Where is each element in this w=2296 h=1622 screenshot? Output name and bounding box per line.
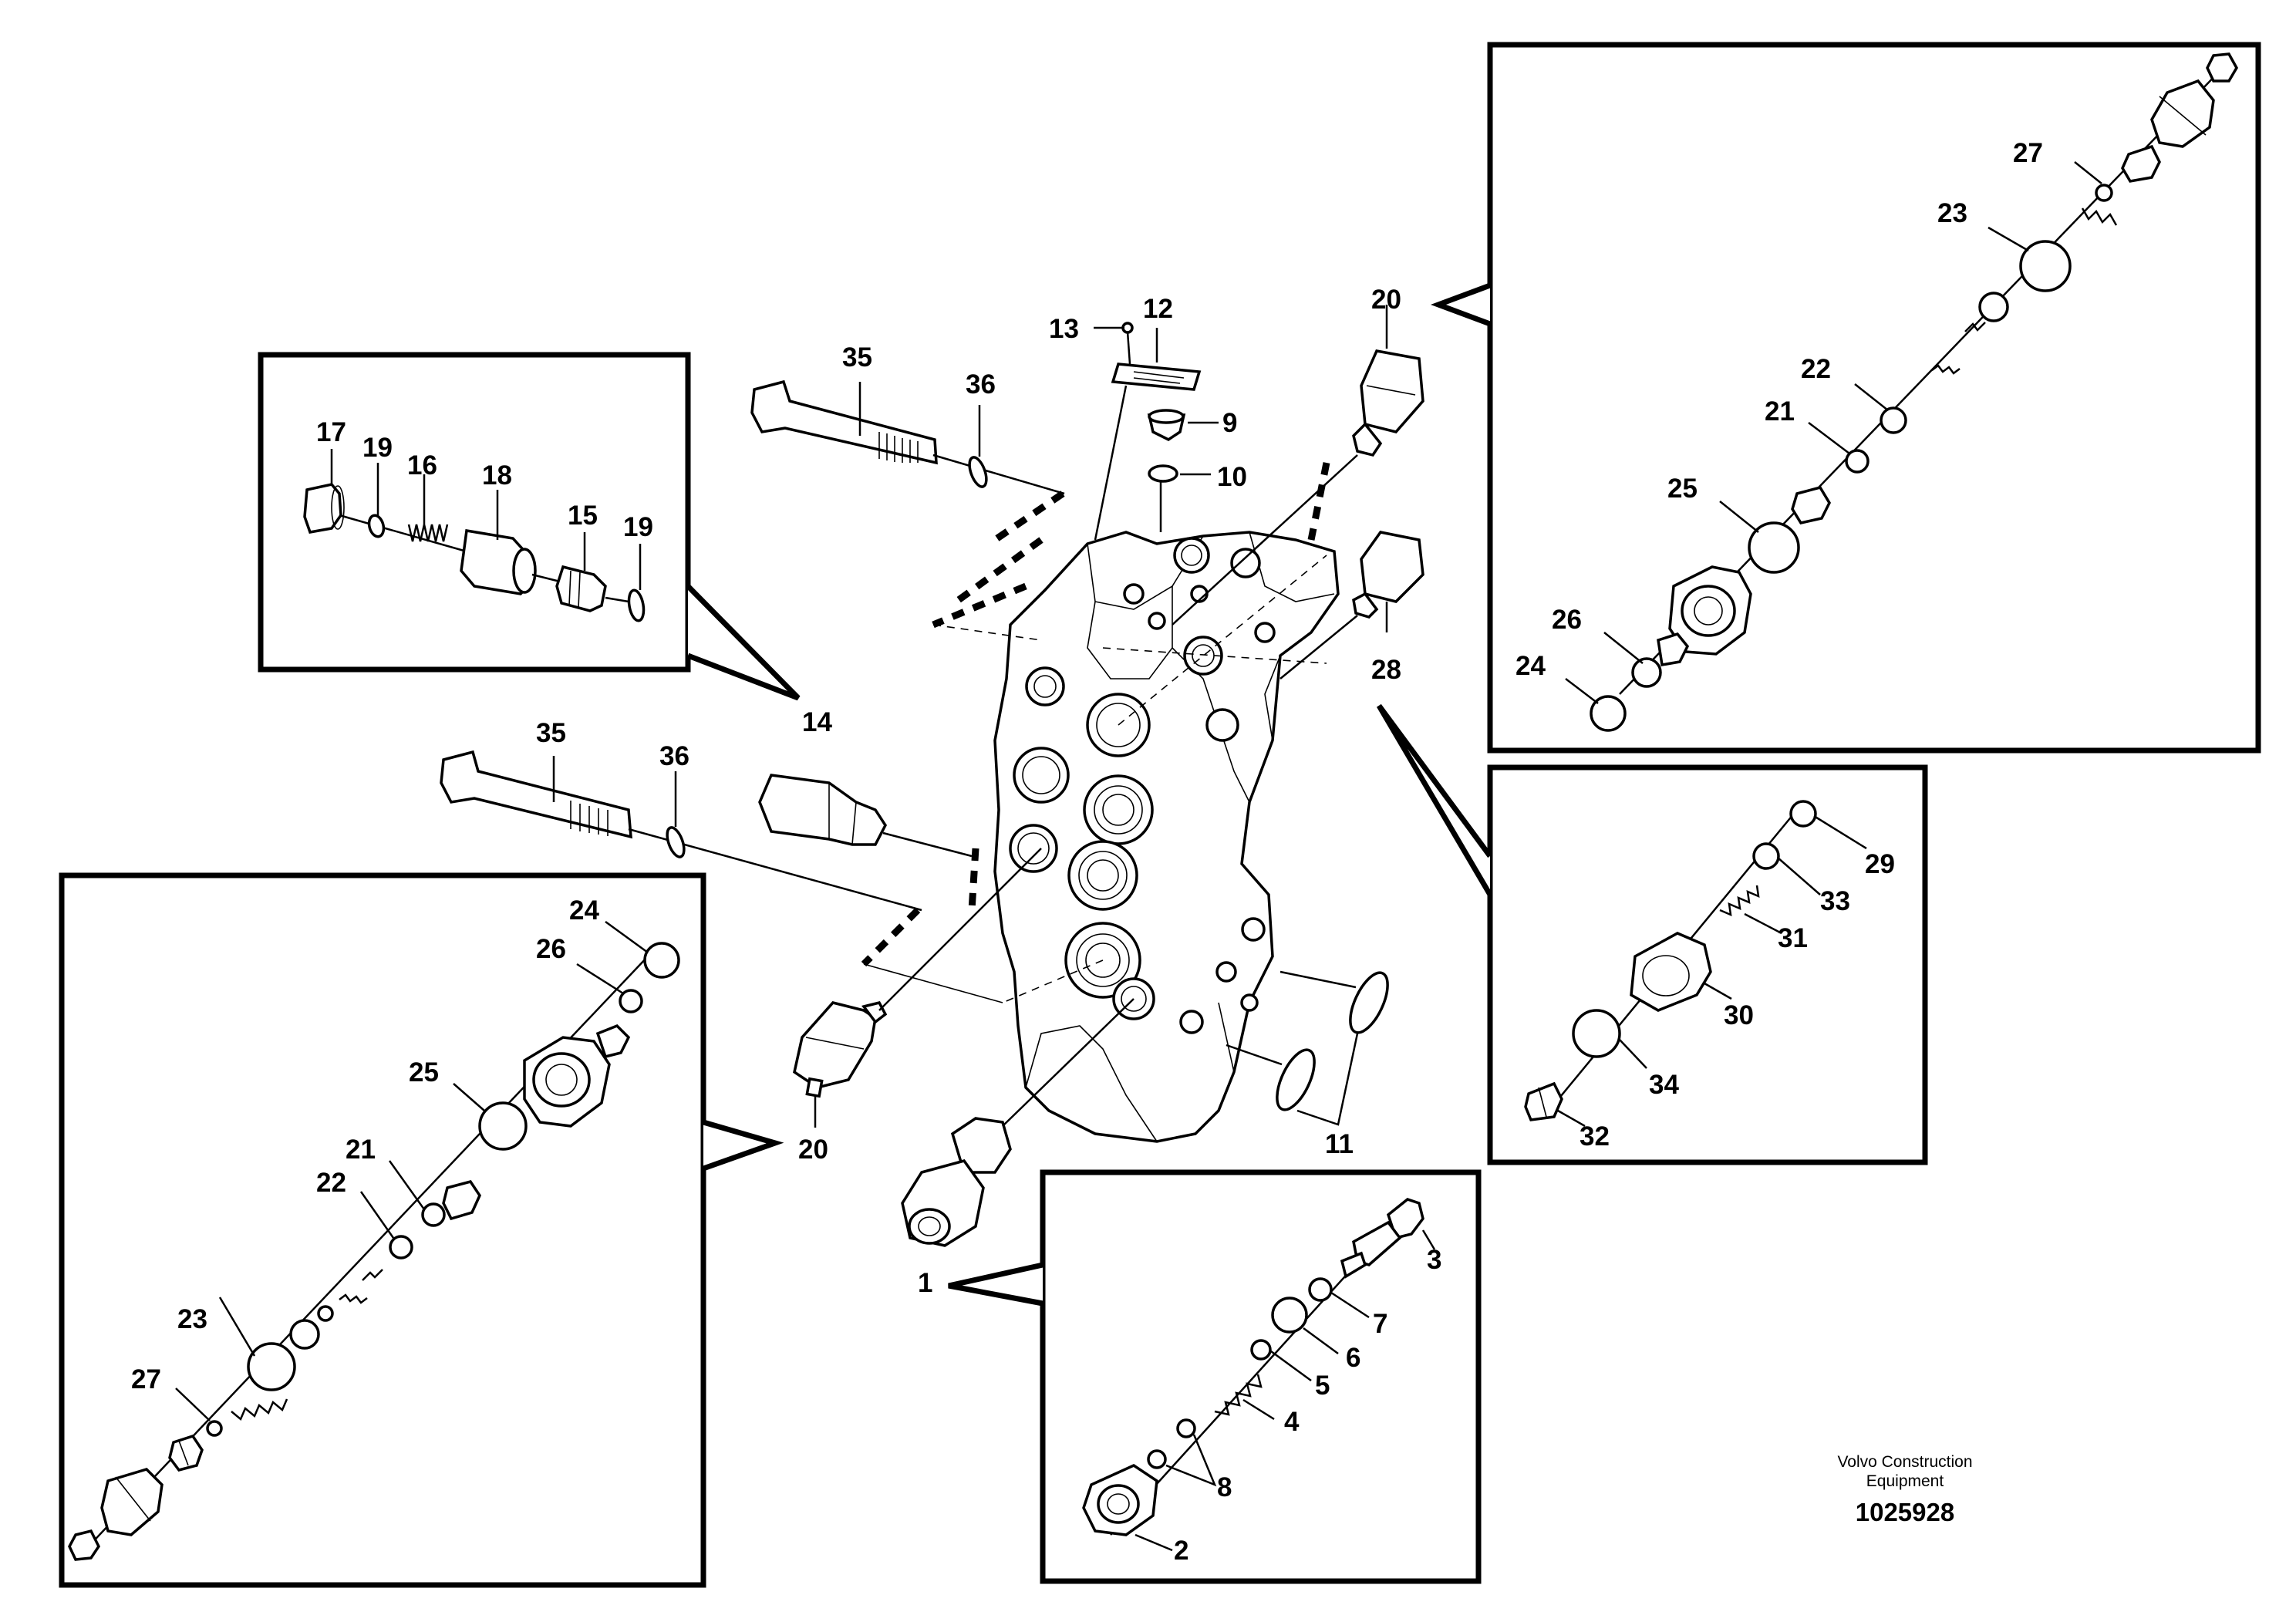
label-10: 10 [1217,462,1247,492]
part-13-rivet [1094,322,1134,541]
label-25-lower: 25 [409,1057,439,1088]
label-3: 3 [1427,1245,1441,1275]
label-24-lower: 24 [569,895,599,926]
label-27-lower: 27 [131,1364,161,1394]
part-12-plate [1111,363,1202,391]
label-36-top: 36 [966,369,996,400]
label-31: 31 [1778,923,1808,953]
label-25-upper: 25 [1667,474,1698,504]
valve-housing [993,531,1340,1143]
inset-spool-detail [948,1169,1482,1584]
part-28-check-valve [1279,531,1424,679]
part-9-plug [1147,409,1186,442]
label-29: 29 [1865,849,1895,879]
inset-pilot-valve-detail [258,352,801,701]
label-19: 19 [362,433,393,463]
label-20-top: 20 [1371,285,1401,315]
label-26-lower: 26 [536,934,566,964]
label-4: 4 [1284,1407,1300,1437]
label-9: 9 [1222,408,1237,438]
label-17: 17 [316,417,346,447]
brand-line-1: Volvo Construction [1837,1453,1972,1471]
label-2: 2 [1174,1536,1188,1566]
label-19b: 19 [623,512,653,542]
label-15: 15 [568,501,598,531]
inset-upper-relief-detail [1430,42,2261,754]
label-20-bottom: 20 [798,1135,828,1165]
label-32: 32 [1580,1121,1610,1152]
label-23-upper: 23 [1937,198,1967,228]
label-13: 13 [1049,314,1079,344]
label-34: 34 [1649,1070,1679,1100]
label-36-bottom: 36 [659,741,689,771]
hidden-lines [861,462,1330,1003]
label-11: 11 [1325,1129,1354,1159]
brand-line-2: Equipment [1866,1472,1944,1490]
label-21-lower: 21 [346,1135,376,1165]
label-35-top: 35 [842,342,872,373]
label-14: 14 [802,707,832,737]
label-7: 7 [1373,1309,1387,1339]
label-35-bottom: 35 [536,718,566,748]
label-33: 33 [1820,886,1850,916]
label-26-upper: 26 [1552,605,1582,635]
part-10-oring [1148,464,1178,532]
label-1: 1 [918,1268,932,1298]
part-20-upper-relief-valve [1172,349,1424,626]
label-16: 16 [407,450,437,481]
label-24-upper: 24 [1515,651,1546,681]
label-6: 6 [1346,1343,1360,1373]
part-36-lower-washer [666,826,686,858]
part-35-upper-bolt [750,379,1065,495]
label-12: 12 [1143,294,1173,324]
label-23-lower: 23 [177,1304,207,1334]
part-14-valve-cartridge [758,774,973,858]
part-1-spool-assembly [901,998,1135,1247]
label-18: 18 [482,460,512,491]
label-8: 8 [1217,1472,1232,1502]
part-20-lower-relief-valve [793,848,1042,1098]
label-22-upper: 22 [1801,354,1831,384]
label-27-upper: 27 [2013,138,2043,168]
inset-lower-relief-detail [59,872,784,1588]
part-36-upper-washer [968,456,988,488]
label-22-lower: 22 [316,1168,346,1198]
inset-check-valve-detail [1376,703,1928,1165]
label-28: 28 [1371,655,1401,685]
label-5: 5 [1315,1371,1330,1401]
label-30: 30 [1724,1000,1754,1030]
part-11-orings [1226,970,1389,1126]
document-number: 1025928 [1856,1498,1954,1526]
label-21-upper: 21 [1765,396,1795,427]
